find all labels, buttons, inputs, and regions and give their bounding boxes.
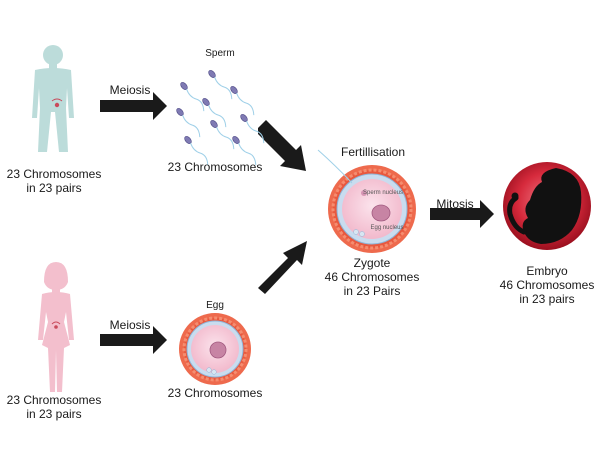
- arrow-meiosis-bottom: [100, 326, 167, 354]
- arrow-meiosis-top: [100, 92, 167, 120]
- mitosis-label: Mitosis: [436, 197, 474, 211]
- embryo-title: Embryo: [526, 264, 568, 278]
- zygote-pairs-label: in 23 Pairs: [343, 284, 401, 298]
- embryo-pairs-label: in 23 pairs: [519, 292, 575, 306]
- female-chromosomes-label: 23 Chromosomes: [6, 393, 102, 407]
- male-pairs-label: in 23 pairs: [26, 181, 82, 195]
- sperm-count-label: 23 Chromosomes: [167, 160, 263, 174]
- zygote-title: Zygote: [353, 256, 391, 270]
- egg-count-label: 23 Chromosomes: [167, 386, 263, 400]
- arrow-mitosis: [430, 200, 494, 228]
- male-body-icon: [32, 45, 74, 152]
- egg-title: Egg: [206, 300, 224, 311]
- male-chromosomes-label: 23 Chromosomes: [6, 167, 102, 181]
- egg-cell-icon: [179, 313, 251, 385]
- meiosis-bottom-label: Meiosis: [109, 318, 151, 332]
- embryo-icon: [503, 162, 591, 250]
- meiosis-top-label: Meiosis: [109, 83, 151, 97]
- sperm-nucleus-label: Sperm nucleus: [362, 190, 404, 196]
- arrow-egg-to-zygote: [258, 241, 307, 294]
- female-body-icon: [38, 262, 74, 392]
- sperm-title: Sperm: [205, 48, 235, 59]
- zygote-cell-icon: [317, 149, 416, 253]
- arrow-sperm-to-zygote: [258, 120, 306, 171]
- sperm-cells-icon: [174, 68, 268, 167]
- zygote-count-label: 46 Chromosomes: [324, 270, 420, 284]
- fertilisation-label: Fertillisation: [340, 145, 406, 159]
- female-pairs-label: in 23 pairs: [26, 407, 82, 421]
- embryo-count-label: 46 Chromosomes: [499, 278, 595, 292]
- egg-nucleus-label: Egg nucleus: [370, 225, 404, 231]
